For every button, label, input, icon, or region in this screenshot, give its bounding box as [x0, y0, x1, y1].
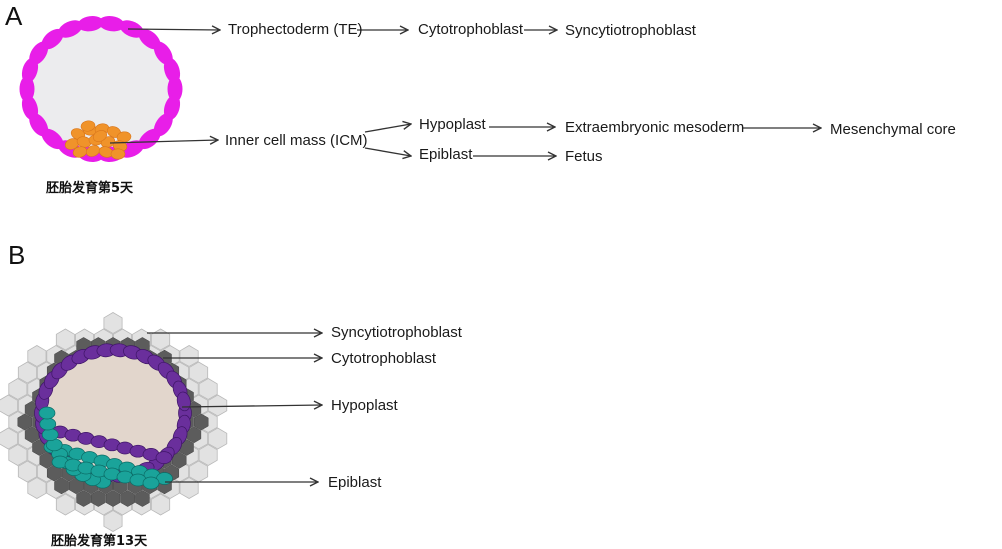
hypoplast-cell [155, 451, 173, 464]
arrow-te-to-label [127, 29, 220, 30]
label-cytotrophoblast-a: Cytotrophoblast [418, 21, 524, 38]
syncytio-cell [189, 460, 209, 483]
hypoplast-cell [176, 391, 191, 412]
syncytio-cell [27, 477, 47, 499]
syncytio-cell [55, 493, 75, 516]
syncytio-cell [198, 378, 218, 400]
cyto-cell [46, 464, 62, 482]
caption-day13: 胚胎发育第13天 [51, 534, 148, 549]
syncytio-cell [8, 378, 28, 400]
syncytio-cell [27, 345, 47, 367]
label-cytotrophoblast-b: Cytotrophoblast [331, 350, 437, 367]
syncytio-cell [17, 460, 37, 483]
syncytio-cell [151, 328, 171, 351]
cyto-cell [54, 477, 69, 495]
caption-day5: 胚胎发育第5天 [46, 181, 134, 196]
arrows-panel-a [109, 29, 821, 156]
epiblast-cell [39, 417, 57, 431]
arrow-icm-to-hypoplast [364, 124, 411, 133]
embryo-cavity [43, 351, 183, 475]
arrow-b-hypoplast [181, 405, 322, 407]
arrow-icm-to-epiblast [364, 147, 411, 156]
cyto-cell [135, 490, 150, 507]
syncytio-cell [179, 477, 199, 499]
syncytio-cell [189, 361, 209, 384]
trophectoderm-cell [58, 20, 83, 38]
label-hypoplast-b: Hypoplast [331, 397, 398, 414]
epiblast-cell [142, 476, 160, 490]
blastocyst-day5 [19, 16, 183, 162]
cyto-cell [17, 413, 33, 431]
label-syncytiotrophoblast-b: Syncytiotrophoblast [331, 324, 462, 341]
syncytio-cell [8, 444, 28, 466]
icm-cell [85, 145, 101, 157]
cyto-cell [105, 490, 121, 507]
label-inner-cell-mass: Inner cell mass (ICM) [225, 132, 368, 149]
trophectoderm-cell [19, 76, 35, 102]
trophectoderm-cell [138, 128, 161, 150]
cyto-cell [76, 490, 91, 507]
syncytio-cell [55, 328, 75, 351]
label-epiblast-b: Epiblast [328, 474, 382, 491]
trophectoderm-cell [167, 76, 183, 102]
syncytio-cell [151, 493, 171, 516]
trophectoderm-cell [163, 57, 181, 84]
inner-cell-mass-cells [64, 120, 132, 160]
label-epiblast-a: Epiblast [419, 146, 473, 163]
label-fetus: Fetus [565, 148, 603, 165]
syncytio-cell [103, 312, 123, 334]
blastocoel-cavity [29, 24, 173, 154]
trophectoderm-cell [41, 28, 64, 50]
panel-a-letter: A [5, 1, 23, 31]
icm-cell [92, 130, 108, 142]
arrow-icm-to-label [109, 140, 218, 143]
trophectoderm-cell [98, 16, 125, 32]
syncytio-cell [0, 427, 18, 450]
panel-b-letter: B [8, 240, 26, 270]
trophectoderm-cell [77, 16, 104, 32]
cyto-cell [193, 413, 209, 431]
icm-cell [80, 120, 96, 132]
syncytio-cell [17, 361, 37, 384]
label-trophectoderm: Trophectoderm (TE) [228, 21, 363, 38]
icm-cell [110, 148, 126, 160]
syncytio-cell [0, 394, 18, 417]
label-syncytiotrophoblast-a: Syncytiotrophoblast [565, 22, 696, 39]
syncytio-cell [179, 345, 199, 367]
syncytio-cell [103, 510, 123, 532]
label-hypoplast-a: Hypoplast [419, 116, 486, 133]
epiblast-cell [38, 406, 56, 420]
epiblast-cell [41, 428, 59, 441]
syncytio-cell [208, 394, 228, 417]
label-extraembryonic-mesoderm: Extraembryonic mesoderm [565, 119, 745, 136]
cyto-cell [120, 490, 135, 507]
cyto-cell [91, 490, 106, 507]
embryo-day13 [0, 312, 228, 532]
syncytio-cell [198, 444, 218, 466]
arrows-panel-b [147, 333, 322, 482]
syncytio-cell [208, 427, 228, 450]
label-mesenchymal-core: Mesenchymal core [830, 121, 956, 138]
